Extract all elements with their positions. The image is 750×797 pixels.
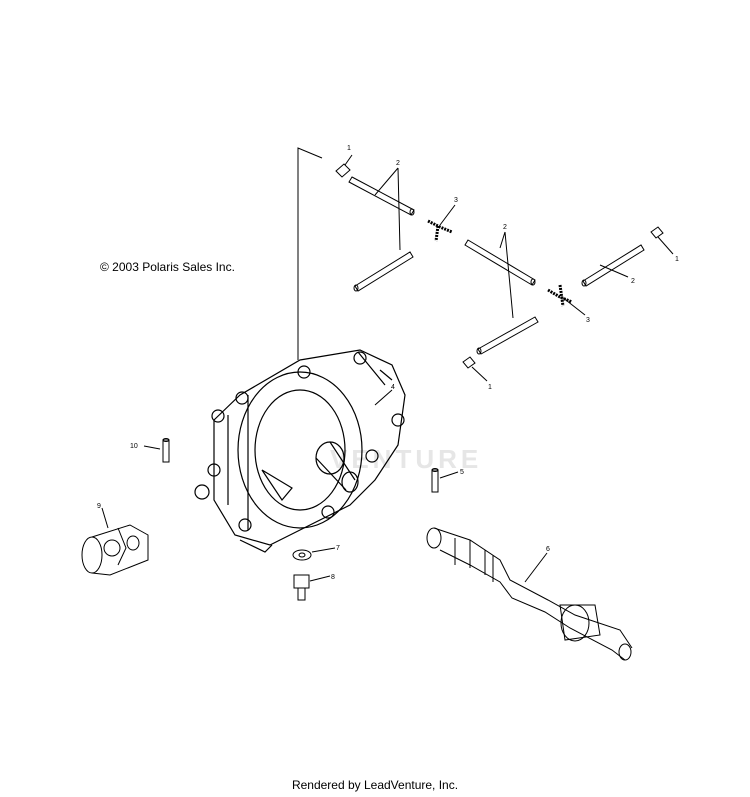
callout-1: 1	[347, 145, 351, 152]
rod-part	[581, 244, 645, 287]
callout-5: 5	[460, 469, 464, 476]
bolt-part	[293, 574, 310, 601]
tee-fitting-part	[427, 219, 453, 242]
copyright-notice: © 2003 Polaris Sales Inc.	[100, 260, 235, 274]
rod-part	[476, 316, 539, 355]
cap-part	[335, 163, 351, 178]
cap-part	[462, 356, 476, 369]
cap-part	[650, 226, 664, 239]
u-joint-part	[81, 524, 149, 576]
pin-part	[162, 438, 170, 463]
pin-part	[431, 468, 439, 493]
tee-fitting-part	[547, 284, 573, 307]
gearcase-part	[194, 349, 406, 553]
washer-part	[292, 549, 312, 561]
rod-part	[353, 251, 414, 292]
rod-part	[464, 239, 536, 286]
drive-shaft-part	[426, 527, 633, 661]
callout-3: 3	[454, 197, 458, 204]
rod-part	[348, 176, 415, 216]
callout-2: 2	[503, 224, 507, 231]
callout-4: 4	[391, 384, 395, 391]
callout-9: 9	[97, 503, 101, 510]
callout-6: 6	[546, 546, 550, 553]
callout-10: 10	[130, 443, 138, 450]
callout-1: 1	[488, 384, 492, 391]
callout-1: 1	[675, 256, 679, 263]
callout-8: 8	[331, 574, 335, 581]
footer-credit: Rendered by LeadVenture, Inc.	[291, 778, 459, 792]
callout-3: 3	[586, 317, 590, 324]
callout-2: 2	[631, 278, 635, 285]
callout-2: 2	[396, 160, 400, 167]
callout-7: 7	[336, 545, 340, 552]
watermark-text: VENTURE	[330, 444, 483, 474]
